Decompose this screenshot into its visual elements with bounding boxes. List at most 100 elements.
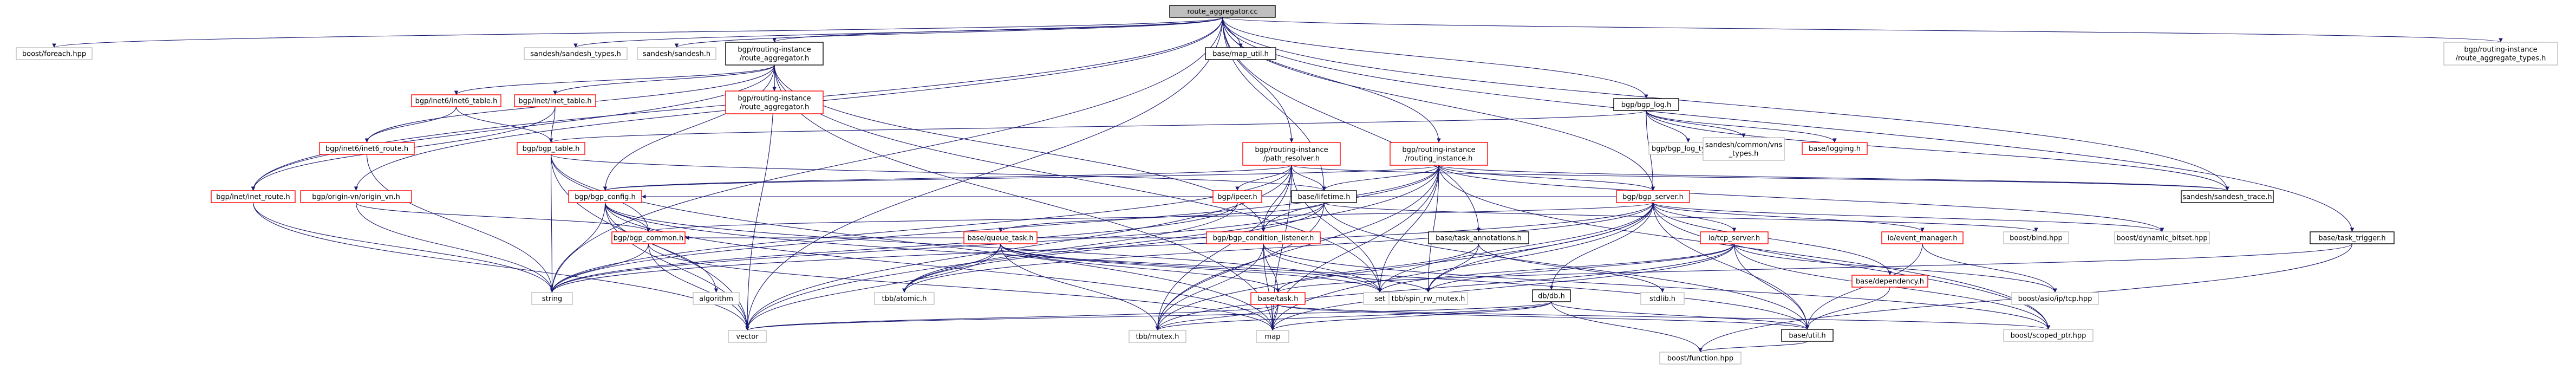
node-bgp_server[interactable]: bgp/bgp_server.h	[1616, 190, 1690, 203]
node-tbb_mutex: tbb/mutex.h	[1129, 330, 1186, 343]
node-logging[interactable]: base/logging.h	[1802, 142, 1868, 155]
node-box-sandesh_types	[524, 47, 628, 60]
edge-root-to-path_resolver	[1222, 17, 1294, 143]
node-box-asio_tcp	[2011, 292, 2099, 305]
node-sandesh_trace[interactable]: sandesh/sandesh_trace.h	[2181, 190, 2274, 203]
node-label-base_util-line-0: base/util.h	[1789, 332, 1825, 340]
node-box-inet6_table	[411, 94, 501, 107]
edge-bgp_config-to-string	[550, 202, 606, 293]
edge-lifetime-to-string	[550, 202, 1325, 293]
node-label-ri_route_agg2-line-1: /route_aggregator.h	[740, 103, 810, 112]
edge-queue_task-to-set	[1000, 243, 1382, 293]
edge-condition_listener-to-scoped_ptr	[1263, 243, 2051, 330]
node-box-task_trigger	[2310, 231, 2395, 244]
node-base_util[interactable]: base/util.h	[1781, 329, 1834, 342]
node-asio_tcp: boost/asio/ip/tcp.hpp	[2011, 292, 2099, 305]
node-root[interactable]: route_aggregator.cc	[1169, 5, 1276, 18]
node-routing_instance[interactable]: bgp/routing-instance/routing_instance.h	[1390, 142, 1488, 166]
node-bgp_common[interactable]: bgp/bgp_common.h	[611, 231, 686, 244]
node-label-algorithm-line-0: algorithm	[699, 295, 733, 303]
node-event_manager[interactable]: io/event_manager.h	[1881, 231, 1964, 244]
node-box-origin_vn	[300, 190, 412, 203]
node-label-routing_instance-line-0: bgp/routing-instance	[1402, 146, 1475, 154]
node-xmpp_server[interactable]: io/tcp_server.h	[1700, 231, 1769, 244]
node-ipeer[interactable]: bgp/ipeer.h	[1212, 190, 1262, 203]
node-inet_route[interactable]: bgp/inet/inet_route.h	[211, 190, 296, 203]
node-algorithm: algorithm	[693, 292, 740, 305]
node-label-lifetime-line-0: base/lifetime.h	[1298, 193, 1351, 202]
node-lifetime[interactable]: base/lifetime.h	[1291, 190, 1357, 203]
node-label-dbdb-line-0: db/db.h	[1538, 293, 1565, 301]
edge-xmpp_server-to-map	[1270, 243, 1735, 331]
node-dynamic_bitset: boost/dynamic_bitset.hpp	[2114, 231, 2210, 244]
edge-bgp_common-to-vector	[648, 243, 749, 331]
edge-path_resolver-to-bgp_config	[603, 165, 1292, 191]
node-box-xmpp_server	[1700, 231, 1769, 244]
edge-routing_instance-to-tbb_mutex	[1155, 165, 1439, 331]
node-box-algorithm	[693, 292, 740, 305]
edge-bgp_table-to-string	[550, 154, 555, 293]
node-map_util[interactable]: base/map_util.h	[1205, 47, 1276, 60]
edge-lifetime-to-tbb_mutex	[1155, 202, 1325, 331]
edge-ri_route_agg-to-inet6_table	[454, 64, 775, 95]
edge-bgp_log-to-sandesh_trace	[1646, 110, 2229, 191]
node-label-sandesh_common-line-1: _types.h	[1729, 150, 1759, 158]
node-bgp_table[interactable]: bgp/bgp_table.h	[517, 142, 585, 155]
node-ri_route_agg[interactable]: bgp/routing-instance/route_aggregator.h	[725, 42, 824, 66]
node-box-base_task	[1250, 292, 1306, 305]
node-foreach: boost/foreach.hpp	[16, 47, 93, 60]
edge-ri_route_agg-to-inet_route	[251, 64, 775, 191]
node-label-queue_task-line-0: base/queue_task.h	[967, 235, 1033, 243]
edge-lifetime-to-boost_bind	[1323, 202, 2038, 232]
node-bgp_log[interactable]: bgp/bgp_log.h	[1613, 98, 1679, 111]
edge-ri_route_agg-to-condition_listener	[774, 64, 1266, 232]
node-inet_table[interactable]: bgp/inet/inet_table.h	[514, 94, 596, 107]
node-task_annotations[interactable]: base/task_annotations.h	[1428, 231, 1529, 244]
node-dbdb[interactable]: db/db.h	[1532, 289, 1571, 302]
node-dependency[interactable]: base/dependency.h	[1851, 275, 1928, 288]
node-label-sandesh_types-line-0: sandesh/sandesh_types.h	[530, 50, 621, 59]
edge-origin_vn-to-bgp_common	[355, 202, 651, 232]
node-task_trigger[interactable]: base/task_trigger.h	[2310, 231, 2395, 244]
edge-bgp_log-to-logging	[1646, 110, 1837, 143]
node-base_task[interactable]: base/task.h	[1250, 292, 1306, 305]
node-box-sandesh_common	[1703, 137, 1785, 161]
node-label-bgp_log-line-0: bgp/bgp_log.h	[1621, 101, 1672, 109]
edge-bgp_table-to-map	[550, 154, 1275, 331]
node-label-map_util-line-0: base/map_util.h	[1212, 50, 1269, 59]
node-bgp_config[interactable]: bgp/bgp_config.h	[568, 190, 642, 203]
edge-path_resolver-to-vector	[745, 165, 1292, 331]
edge-bgp_config-to-bgp_common	[604, 202, 651, 232]
edge-condition_listener-to-set	[1263, 243, 1382, 293]
node-label-base_task-line-0: base/task.h	[1257, 295, 1298, 303]
node-label-scoped_ptr-line-0: boost/scoped_ptr.hpp	[2011, 332, 2086, 340]
edge-root-to-sandesh	[674, 17, 1223, 48]
node-origin_vn[interactable]: bgp/origin-vn/origin_vn.h	[300, 190, 412, 203]
node-label-inet_table-line-0: bgp/inet/inet_table.h	[518, 98, 591, 106]
node-box-inet_table	[514, 94, 596, 107]
edge-base_task-to-scoped_ptr	[1277, 304, 2050, 330]
node-path_resolver[interactable]: bgp/routing-instance/path_resolver.h	[1242, 142, 1341, 166]
node-label-tbb_atomic-line-0: tbb/atomic.h	[882, 295, 927, 303]
node-box-ri_route_agg2	[725, 90, 824, 114]
edge-dbdb-to-base_util	[1551, 301, 1810, 330]
node-condition_listener[interactable]: bgp/bgp_condition_listener.h	[1206, 231, 1321, 244]
edge-queue_task-to-base_task	[1000, 243, 1280, 293]
node-box-map	[1256, 330, 1289, 343]
node-box-foreach	[16, 47, 93, 60]
node-ri_route_agg2[interactable]: bgp/routing-instance/route_aggregator.h	[725, 90, 824, 114]
node-box-bgp_server	[1616, 190, 1690, 203]
node-queue_task[interactable]: base/queue_task.h	[963, 231, 1038, 244]
edge-bgp_log-to-bgp_log_types	[1646, 110, 1691, 143]
node-box-root	[1169, 5, 1276, 18]
node-box-dynamic_bitset	[2114, 231, 2210, 244]
node-inet6_route[interactable]: bgp/inet6/inet6_route.h	[319, 142, 415, 155]
edge-xmpp_server-to-asio_tcp	[1733, 243, 2057, 293]
edge-bgp_server-to-map	[1270, 202, 1654, 331]
node-label-boost_function-line-0: boost/function.hpp	[1667, 355, 1733, 363]
node-box-sandesh_trace	[2181, 190, 2274, 203]
edge-bgp_server-to-scoped_ptr	[1652, 202, 2051, 330]
node-box-boost_function	[1659, 352, 1742, 365]
node-box-inet6_route	[319, 142, 415, 155]
node-inet6_table[interactable]: bgp/inet6/inet6_table.h	[411, 94, 501, 107]
